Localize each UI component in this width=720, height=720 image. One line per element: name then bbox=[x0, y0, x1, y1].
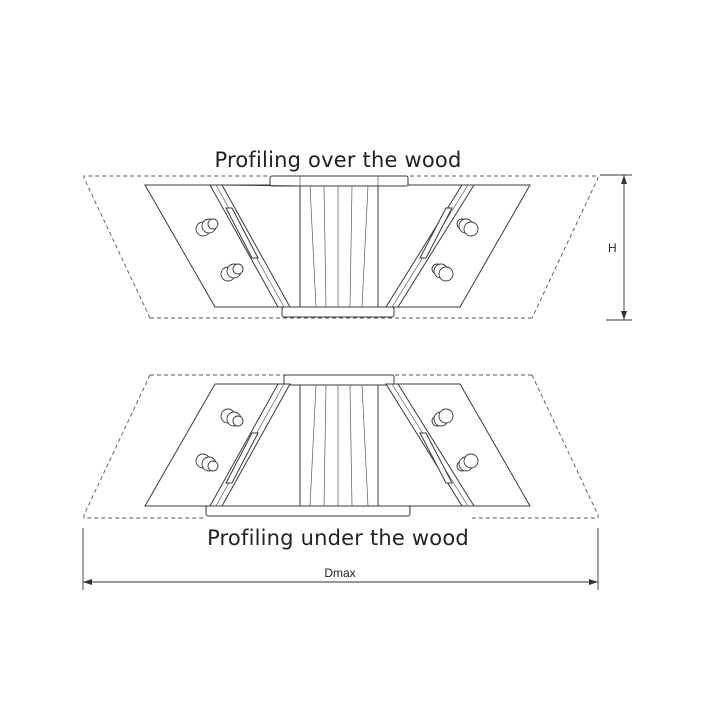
under-hub-inner2 bbox=[361, 384, 369, 507]
over-hub-cap bbox=[269, 175, 409, 187]
under-title: Profiling under the wood bbox=[207, 526, 469, 550]
under-envelope-dashed-left bbox=[83, 374, 205, 519]
over-envelope-dashed-right bbox=[410, 175, 599, 319]
over-title: Profiling over the wood bbox=[215, 148, 462, 172]
over-hub-base bbox=[281, 306, 395, 318]
height-arrow-bottom bbox=[621, 311, 627, 320]
diameter-arrow-right bbox=[589, 579, 598, 585]
over-left-clamp bbox=[221, 184, 301, 187]
under-hub-base bbox=[205, 505, 411, 517]
height-label: H bbox=[608, 241, 617, 255]
under-hub-inner1 bbox=[309, 384, 317, 507]
diameter-label: Dmax bbox=[324, 566, 355, 580]
under-left-gib bbox=[225, 432, 259, 484]
height-arrow-top bbox=[621, 175, 627, 184]
diameter-arrow-left bbox=[83, 579, 92, 585]
under-bolt-tr bbox=[431, 408, 454, 427]
height-dimension: H bbox=[600, 174, 632, 321]
over-left-gib bbox=[225, 207, 259, 259]
over-bolt-tl bbox=[195, 218, 219, 237]
over-wood-view bbox=[83, 175, 599, 319]
under-tool-body bbox=[144, 383, 531, 507]
over-tool-body bbox=[144, 184, 531, 308]
under-wood-view bbox=[83, 374, 599, 519]
over-hub-inner1 bbox=[309, 185, 317, 308]
under-hub-cap bbox=[283, 374, 395, 386]
over-hub-inner4 bbox=[349, 185, 353, 308]
under-hub-inner3 bbox=[323, 384, 327, 507]
under-hub-inner4 bbox=[349, 384, 353, 507]
over-bolt-tr bbox=[456, 218, 479, 237]
under-right-gib bbox=[419, 432, 453, 484]
diameter-dimension: Dmax bbox=[82, 528, 599, 590]
under-bolt-bl bbox=[195, 453, 219, 472]
over-hub-inner3 bbox=[323, 185, 327, 308]
over-bolt-br bbox=[431, 263, 454, 282]
over-right-gib bbox=[419, 207, 453, 259]
over-bolt-bl bbox=[220, 263, 244, 282]
over-envelope-dashed bbox=[83, 175, 268, 319]
under-bolt-tl bbox=[220, 408, 244, 427]
under-envelope-dashed-right bbox=[472, 374, 599, 519]
over-hub-inner2 bbox=[361, 185, 369, 308]
under-bolt-br bbox=[456, 453, 479, 472]
